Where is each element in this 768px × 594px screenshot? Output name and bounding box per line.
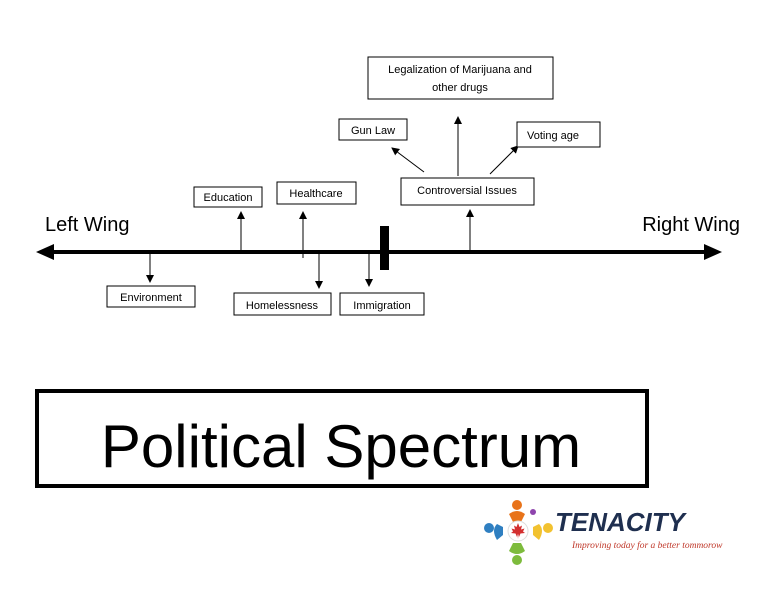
homelessness-box: Homelessness [233, 292, 332, 316]
environment-label: Environment [120, 292, 182, 304]
homelessness-label: Homelessness [246, 300, 319, 312]
title-box: Political Spectrum [35, 389, 649, 488]
voting-age-arrow [489, 145, 519, 175]
brand-name: TENACITY [555, 507, 688, 537]
left-wing-label: Left Wing [45, 214, 129, 236]
tenacity-logo: TENACITY Improving today for a better to… [484, 500, 723, 565]
healthcare-label: Healthcare [289, 188, 342, 200]
marijuana-box: Legalization of Marijuana and other drug… [367, 56, 554, 100]
immigration-box: Immigration [339, 292, 425, 316]
education-label: Education [204, 192, 253, 204]
environment-box: Environment [106, 285, 196, 308]
left-arrowhead [36, 244, 54, 260]
marijuana-label-line1: Legalization of Marijuana and [388, 64, 532, 76]
marijuana-label-line2: other drugs [432, 82, 488, 94]
maple-leaf-icon [511, 523, 525, 539]
voting-age-label: Voting age [527, 130, 579, 142]
gun-law-box: Gun Law [338, 118, 408, 141]
people-circle-icon [484, 500, 553, 565]
gun-law-arrow [391, 147, 425, 173]
spectrum-axis [36, 244, 722, 260]
gun-law-label: Gun Law [351, 125, 395, 137]
brand-tagline: Improving today for a better tommorow [571, 540, 723, 551]
center-marker [380, 226, 389, 270]
controversial-issues-label: Controversial Issues [417, 185, 517, 197]
page-title: Political Spectrum [101, 413, 581, 480]
right-arrowhead [704, 244, 722, 260]
immigration-label: Immigration [353, 300, 410, 312]
healthcare-box: Healthcare [276, 181, 357, 205]
voting-age-box: Voting age [516, 121, 601, 148]
education-box: Education [193, 186, 263, 208]
controversial-issues-box: Controversial Issues [400, 177, 535, 206]
right-wing-label: Right Wing [642, 214, 740, 236]
